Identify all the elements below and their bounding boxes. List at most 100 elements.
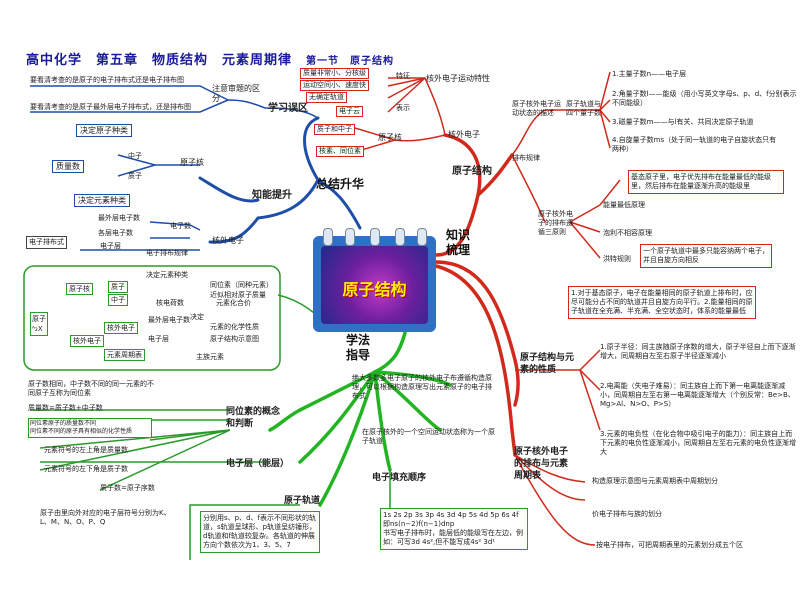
binder-ring [370,228,380,246]
property-3: 3.元素的电负性（在化合物中吸引电子的能力）：同主族自上而下元素的电负性逐渐减小… [600,430,796,456]
isotope-box: 同位素原子的质量数不同同位素不同的原子具有相似的化学性质 [28,418,152,438]
branch-guide: 学法指导 [346,333,371,362]
isotope-2: 质量数=质子数+中子数 [28,404,103,412]
describe-e: 原子核外电子运动状态的描述 [512,100,561,117]
binder-ring [417,228,427,246]
feature-1: 质量非常小、分核级 [300,68,369,79]
config-formula-box: 电子排布式 [26,236,67,249]
gb-extra: 核外电子 [70,335,104,347]
isotope-6: 元素符号的左下角是质子数 [44,465,128,473]
branch-study-zone: 学习误区 [268,103,308,114]
gb-number: 核电荷数 [156,299,184,307]
center-label: 原子结构 [342,280,407,299]
table-2: 价电子排布与族的划分 [592,510,662,518]
atom-symbol: ᴬ₂X [32,325,43,333]
gb-decide: 决定 [190,313,204,321]
gb-chem-prop: 元素的化学性质 [210,323,259,331]
isotope-3: 同位素原子的质量数不同 [30,420,97,427]
table-3: 按电子排布，可把周期表里的元素划分成五个区 [596,541,743,549]
ability-e-count: 电子数 [170,222,191,230]
motion-feature: 核外电子运动特性 [426,74,490,83]
decide-type-box: 决定元素种类 [74,194,130,207]
atom-box: 原子 ᴬ₂X [30,312,48,336]
describe-label: 表示 [396,104,410,112]
special-note: 1.对于基态原子，电子在能量相同的原子轨道上排布时，应尽可能分占不同的轨道并且自… [568,286,756,319]
gb-main-group: 主族元素 [196,353,224,361]
fill-title: 电子填充顺序 [372,473,427,483]
ability-e-rule: 电子排布规律 [146,249,188,257]
layer-title: 电子层（能层） [226,459,290,469]
fill-rule: 即ns(n−2)f(n−1)dnp [383,520,455,528]
ability-proton: 质子 [128,172,142,180]
guide-pauli: 在原子核外的一个空间运动状态称为一个原子轨道 [362,428,495,445]
hund: 洪特规则 [603,255,631,263]
gb-decide-isotope: 同位素（同种元素） [210,281,273,289]
quantum-3: 3.磁量子数m——与l有关、共同决定原子轨道 [612,118,754,126]
page-title: 高中化学 第五章 物质结构 元素周期律 第一节 原子结构 [26,49,394,68]
ability-extra-nucleus: 核外电子 [212,236,244,245]
ground-note: 基态原子里，电子优先排布在能量最低的能级里，然后排布在能量逐渐升高的能级里 [628,170,784,194]
attention-label: 注意审题的区分 [212,84,260,103]
periodic-title: 原子结构与元素的性质 [520,353,575,375]
gb-valence: 元素化合价 [216,299,251,307]
branch-ability: 知能提升 [252,190,292,201]
feature-label: 特征 [396,72,410,80]
periodic-table-title: 原子核外电子的排布与元素周期表 [514,447,569,481]
quantum-1: 1.主量子数n——电子层 [612,70,687,78]
ability-e-layer: 电子层 [100,242,121,250]
ability-nucleus: 原子核 [180,158,204,167]
gb-elec-layer: 电子层 [148,335,169,343]
hund-note: 一个原子轨道中最多只能容纳两个电子，并且自旋方向相反 [640,244,772,268]
binder-ring [395,228,405,246]
quantum-4: 4.自旋量子数ms（处于同一轨道的电子自旋状态只有两种） [612,136,777,153]
gb-per-info: 原子结构示意图 [210,335,259,343]
gb-nucleus: 原子核 [66,283,93,295]
orbital-desc: 分别用s、p、d、f表示不同形状的轨道，s轨道呈球形、p轨道呈纺锤形，d轨道和f… [200,511,320,553]
atom-label: 原子 [32,315,46,323]
study-q2: 要看清考查的是原子最外层电子排布式，还是排布图 [30,103,191,111]
mass-number-box: 质量数 [52,160,84,173]
pauli: 泡利不相容原理 [603,229,652,237]
isotope-1: 原子数相同，中子数不同的同一元素的不同原子互称为同位素 [28,380,154,397]
nuclide: 核素、同位素 [316,146,364,157]
binder-ring [345,228,355,246]
fill-note: 书写电子排布时，能层低的能级写在左边，例如：可写3d 4s²,但不能写成4s² … [383,529,523,546]
orbit-quantum: 原子轨道与四个量子数 [566,100,601,117]
title-main: 高中化学 第五章 物质结构 元素周期律 [26,53,293,68]
feature-3: 无确定轨道 [306,92,347,103]
isotope-4: 同位素不同的原子具有相似的化学性质 [30,428,133,435]
rule-3: 原子核外电子的排布遵循三原则 [538,210,573,236]
arrangement: 排布规律 [512,154,540,162]
knowledge-nucleus: 原子核 [378,133,402,142]
min-energy: 能量最低原理 [603,201,645,209]
gb-proton: 质子 [108,281,128,293]
gb-neutron: 中子 [108,294,128,306]
isotope-5: 元素符号的左上角是质量数 [44,446,128,454]
quantum-2: 2.角量子数l——能级（用小写英文字母s、p、d、f分别表示不同能级） [612,90,797,107]
branch-atom-structure: 原子结构 [452,166,492,177]
gb-outermost: 最外层电子数 [148,316,190,324]
property-2: 2.电离能（失电子难易）：同主族自上而下第一电离能逐渐减小，同周期自左至右第一电… [600,382,795,408]
layer-desc: 原子由里向外对应的电子层符号分别为K、L、M、N、O、P、Q [40,509,171,526]
fill-box: 1s 2s 2p 3s 3p 4s 3d 4p 5s 4d 5p 6s 4f 即… [380,508,528,550]
electron-cloud: 电子云 [336,106,363,117]
guide-most: 绝大多数多电子原子的核外电子布遵循构造原理，可以根据构造原理写出元素原子的电子排… [352,374,492,400]
property-1: 1.原子半径：同主族随原子序数的增大，原子半径自上而下逐渐增大，同周期自左至右原… [600,343,796,360]
binder-ring [323,228,333,246]
branch-summary: 总结升华 [316,177,365,191]
orbital-title: 原子轨道 [284,496,321,506]
decide-element-box: 决定原子种类 [76,124,132,137]
card-screen [321,246,428,324]
title-section: 第一节 原子结构 [306,56,395,67]
fill-seq: 1s 2s 2p 3s 3p 4s 3d 4p 5s 4d 5p 6s 4f [383,511,519,519]
isotope-title: 同位素的概念和判断 [226,407,281,429]
ability-neutron: 中子 [128,152,142,160]
table-1: 构造原理示意图与元素周期表中周期划分 [592,477,718,485]
gb-periodic-table: 元素周期表 [104,349,145,361]
center-card: 原子结构 [313,228,436,333]
isotope-7: 质子数=原子序数 [100,484,155,492]
branch-knowledge: 知识梳理 [446,228,471,257]
feature-2: 运动空间小、速度快 [300,80,369,91]
gb-shell: 核外电子 [104,322,138,334]
